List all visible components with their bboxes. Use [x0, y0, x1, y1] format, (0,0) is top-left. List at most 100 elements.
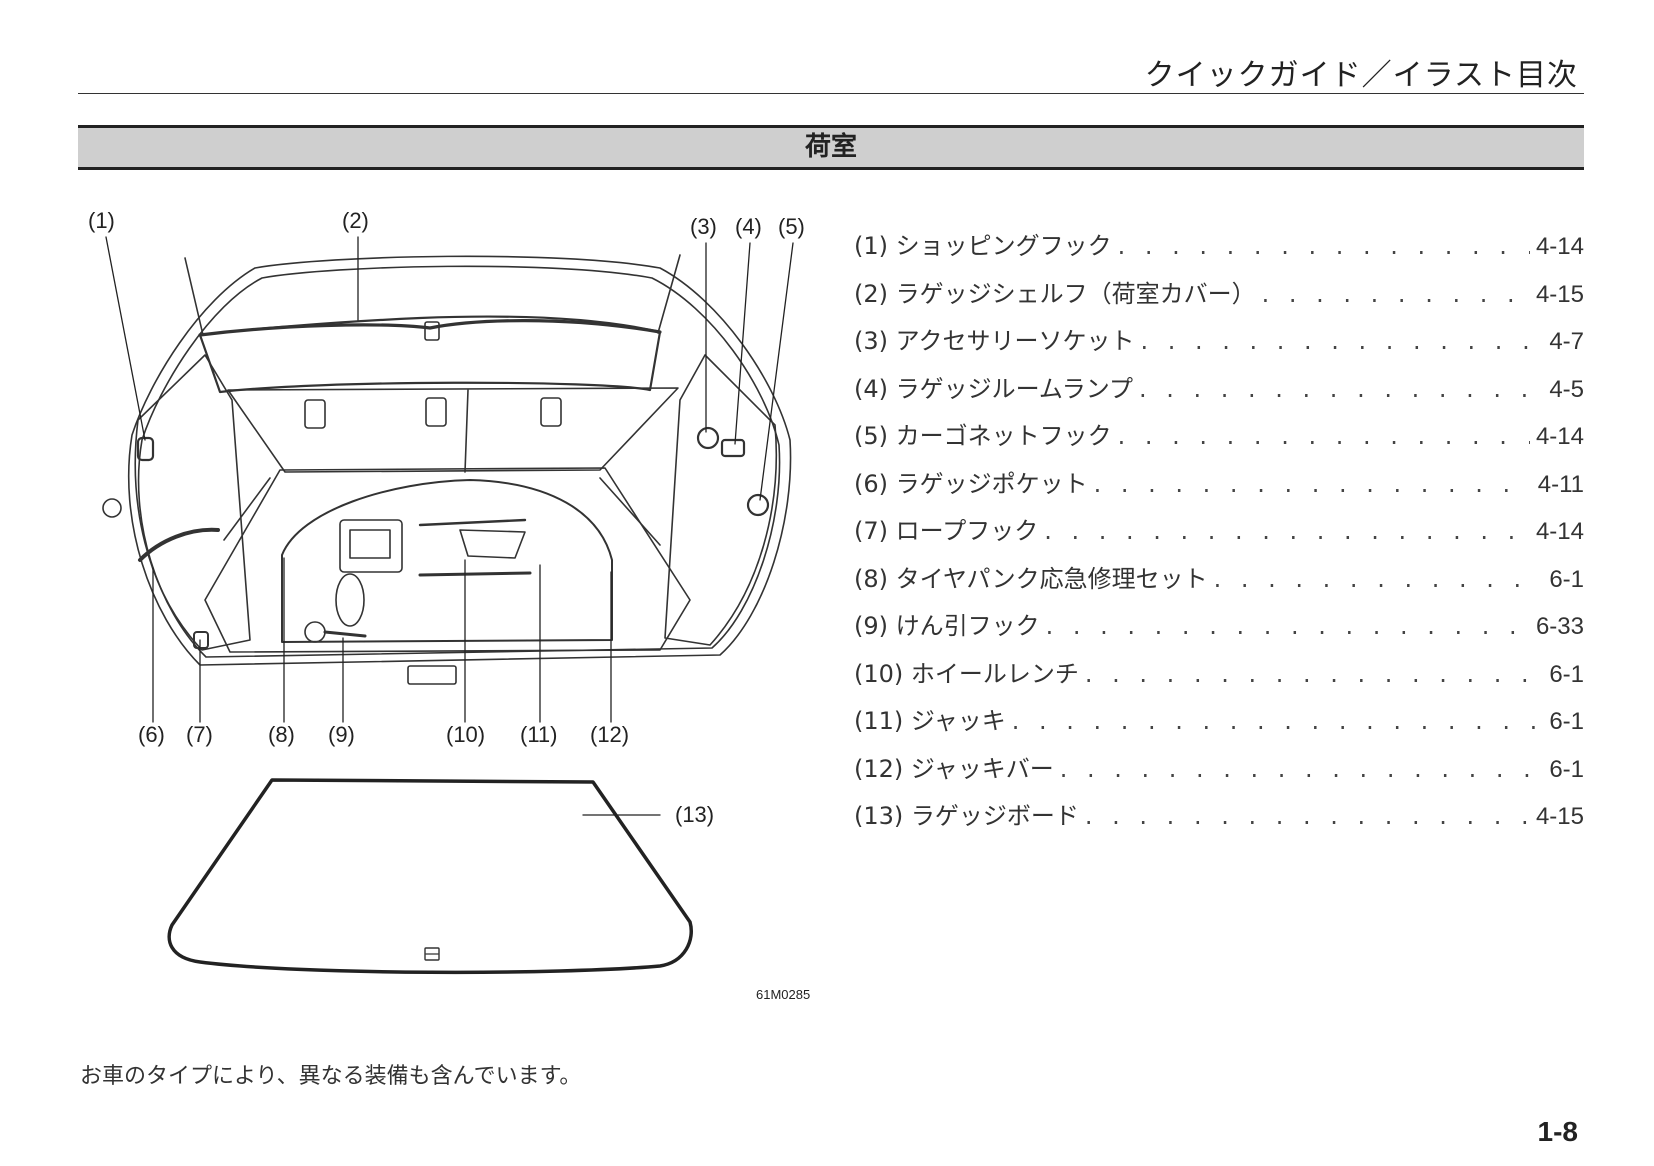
leader-1 — [105, 236, 146, 441]
legend-item: (1) ショッピングフック 4-14 — [854, 226, 1584, 274]
callout-7: (7) — [186, 722, 213, 747]
legend-number: (6) — [854, 469, 888, 498]
leader-dots — [1012, 707, 1544, 735]
legend-item: (12) ジャッキバー6-1 — [854, 749, 1584, 797]
legend-number: (11) — [854, 707, 904, 735]
legend-page-ref[interactable]: 4-15 — [1535, 803, 1584, 830]
callout-8: (8) — [268, 722, 295, 747]
luggage-lamp — [720, 438, 746, 458]
legend-label: ラゲッジルームランプ — [895, 374, 1133, 403]
callout-12: (12) — [590, 722, 630, 747]
callout-10: (10) — [446, 722, 486, 747]
legend-label: ホイールレンチ — [910, 659, 1079, 688]
shelf-clip — [424, 321, 440, 341]
legend-page-ref[interactable]: 6-1 — [1549, 660, 1584, 688]
towing-hook-shaft — [323, 630, 367, 638]
cargo-floor — [204, 467, 691, 653]
leader-dots — [1214, 565, 1544, 593]
legend-item: (7) ロープフック 4-14 — [854, 511, 1584, 559]
leader-dots — [1262, 280, 1530, 308]
legend-label: けん引フック — [895, 612, 1040, 640]
legend-page-ref[interactable]: 4-14 — [1535, 233, 1584, 260]
legend-item: (8) タイヤパンク応急修理セット6-1 — [854, 559, 1584, 607]
legend-item: (3) アクセサリーソケット4-7 — [854, 321, 1584, 369]
leader-dots — [1044, 517, 1530, 545]
luggage-shelf-edge — [198, 319, 662, 337]
callout-11: (11) — [520, 722, 558, 747]
legend-page-ref[interactable]: 4-11 — [1537, 470, 1584, 498]
legend-number: (7) — [854, 517, 888, 545]
leader-5 — [759, 242, 794, 501]
legend-label: ジャッキバー — [910, 754, 1054, 783]
tailgate-opening-outline — [127, 255, 792, 666]
legend-page-ref[interactable]: 6-1 — [1549, 708, 1584, 735]
repair-kit-panel — [349, 529, 391, 559]
legend-item: (13) ラゲッジボード 4-15 — [854, 796, 1584, 844]
callout-3: (3) — [690, 214, 717, 239]
leader-dots — [1046, 612, 1530, 640]
figure-code: 61M0285 — [756, 987, 811, 1002]
rear-seatback — [227, 387, 679, 473]
callout-1: (1) — [88, 208, 115, 233]
legend-page-ref[interactable]: 4-14 — [1535, 423, 1584, 450]
shopping-hook — [136, 436, 155, 462]
legend-label: ショッピングフック — [895, 232, 1112, 260]
legend-label: ラゲッジボード — [910, 802, 1079, 830]
legend-page-ref[interactable]: 6-1 — [1549, 755, 1584, 783]
leader-lines — [105, 236, 794, 816]
section-title: 荷室 — [78, 125, 1584, 170]
floor-rail-left — [223, 477, 271, 541]
towing-hook — [304, 621, 326, 643]
legend-label: アクセサリーソケット — [895, 327, 1135, 355]
legend-item: (10) ホイールレンチ6-1 — [854, 654, 1584, 702]
seat-latch-3 — [540, 397, 562, 427]
parts-legend: (1) ショッピングフック 4-14 (2) ラゲッジシェルフ（荷室カバー）4-1… — [854, 226, 1584, 844]
underfloor-tray — [281, 479, 613, 643]
left-side-trim — [134, 354, 251, 651]
shelf-string-right — [657, 254, 681, 334]
legend-page-ref[interactable]: 4-5 — [1549, 375, 1584, 403]
legend-page-ref[interactable]: 4-7 — [1549, 328, 1584, 355]
legend-page-ref[interactable]: 4-15 — [1535, 280, 1584, 308]
header-rule — [78, 93, 1584, 94]
cargo-net-hook-right — [746, 493, 770, 517]
legend-label: ラゲッジポケット — [895, 469, 1088, 498]
legend-item: (5) カーゴネットフック 4-14 — [854, 416, 1584, 464]
legend-number: (5) — [854, 422, 888, 450]
accessory-socket — [696, 426, 720, 450]
callout-5: (5) — [778, 214, 805, 239]
leader-dots — [1085, 660, 1543, 688]
shelf-string-left — [184, 257, 204, 336]
legend-page-ref[interactable]: 4-14 — [1535, 518, 1584, 545]
luggage-pocket — [138, 527, 220, 562]
luggage-board-handle — [424, 947, 440, 961]
right-side-trim — [664, 354, 778, 646]
rear-sill-latch — [407, 665, 457, 685]
legend-number: (13) — [854, 802, 904, 830]
legend-page-ref[interactable]: 6-1 — [1549, 565, 1584, 593]
legend-label: タイヤパンク応急修理セット — [895, 564, 1208, 593]
leader-dots — [1085, 802, 1530, 830]
legend-label: ロープフック — [895, 517, 1039, 545]
seatback-split — [464, 389, 469, 473]
seat-latch-2 — [425, 397, 447, 427]
legend-number: (9) — [854, 612, 888, 640]
seat-latch-1 — [304, 399, 326, 429]
legend-number: (1) — [854, 232, 888, 260]
callout-13: (13) — [675, 802, 715, 827]
callout-6: (6) — [138, 722, 165, 747]
leader-dots — [1139, 375, 1543, 403]
wheel-wrench — [418, 518, 527, 527]
legend-label: カーゴネットフック — [895, 422, 1112, 450]
legend-page-ref[interactable]: 6-33 — [1535, 613, 1584, 640]
callout-9: (9) — [328, 722, 355, 747]
legend-item: (11) ジャッキ6-1 — [854, 701, 1584, 749]
luggage-board — [167, 778, 693, 975]
cargo-net-hook-left — [102, 498, 122, 518]
legend-item: (2) ラゲッジシェルフ（荷室カバー）4-15 — [854, 274, 1584, 322]
leader-4 — [734, 242, 751, 445]
rope-hook — [193, 631, 209, 649]
jack — [459, 529, 526, 559]
legend-item: (9) けん引フック 6-33 — [854, 606, 1584, 654]
